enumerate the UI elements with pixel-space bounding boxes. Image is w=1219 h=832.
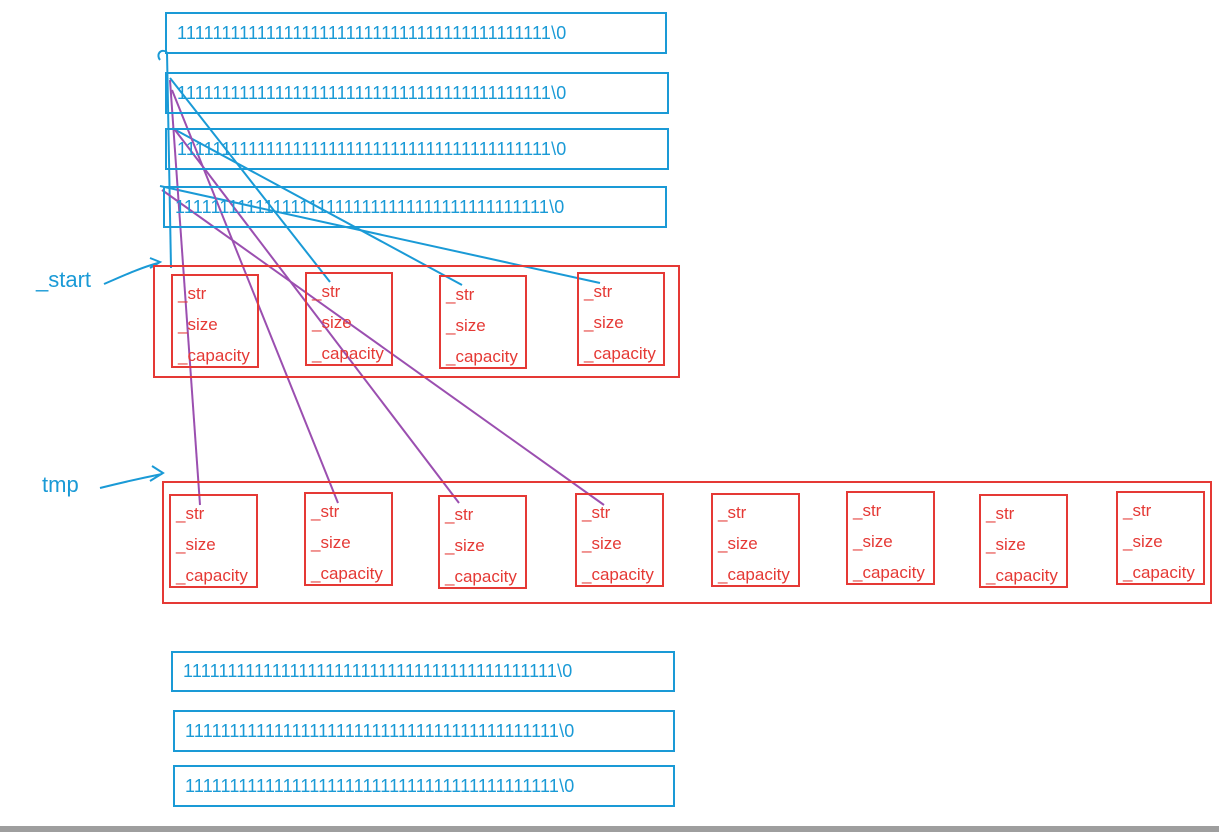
field-str: _str <box>445 505 474 524</box>
pointer-tmp-0 <box>169 79 201 506</box>
start-array <box>153 265 680 378</box>
field-size: _size <box>445 536 485 555</box>
old-string-box-1: 1111111111111111111111111111111111111111… <box>165 12 667 54</box>
tmp-array <box>162 481 1212 604</box>
field-str: _str <box>178 284 207 303</box>
field-size: _size <box>312 313 352 332</box>
field-capacity: _capacity <box>178 346 250 365</box>
old-string-text: 1111111111111111111111111111111111111111… <box>177 82 567 103</box>
new-string-box-2: 1111111111111111111111111111111111111111… <box>173 710 675 752</box>
field-size: _size <box>986 535 1026 554</box>
tmp-label-arrow <box>99 465 165 489</box>
field-str: _str <box>311 502 340 521</box>
field-str: _str <box>718 503 747 522</box>
field-capacity: _capacity <box>853 563 925 582</box>
tmp-element-2: _str _size _capacity <box>304 492 393 586</box>
tmp-element-5: _str _size _capacity <box>711 493 800 587</box>
old-string-box-4: 1111111111111111111111111111111111111111… <box>163 186 667 228</box>
start-element-3: _str _size _capacity <box>439 275 527 369</box>
tmp-element-4: _str _size _capacity <box>575 493 664 587</box>
field-capacity: _capacity <box>986 566 1058 585</box>
start-element-1: _str _size _capacity <box>171 274 259 368</box>
field-str: _str <box>986 504 1015 523</box>
field-capacity: _capacity <box>584 344 656 363</box>
field-capacity: _capacity <box>312 344 384 363</box>
start-element-4: _str _size _capacity <box>577 272 665 366</box>
field-str: _str <box>446 285 475 304</box>
new-string-text: 1111111111111111111111111111111111111111… <box>185 720 575 741</box>
field-size: _size <box>311 533 351 552</box>
field-str: _str <box>312 282 341 301</box>
field-size: _size <box>584 313 624 332</box>
old-string-text: 1111111111111111111111111111111111111111… <box>177 22 567 43</box>
field-str: _str <box>1123 501 1152 520</box>
old-string-box-2: 1111111111111111111111111111111111111111… <box>165 72 669 114</box>
window-bottom-edge <box>0 826 1219 832</box>
start-element-2: _str _size _capacity <box>305 272 393 366</box>
start-label-arrow <box>103 257 163 285</box>
pointer-tmp-3 <box>161 189 605 506</box>
field-str: _str <box>853 501 882 520</box>
field-size: _size <box>446 316 486 335</box>
pointer-start-2 <box>171 127 463 286</box>
pointer-start-0 <box>166 51 172 269</box>
field-str: _str <box>584 282 613 301</box>
start-label: _start <box>36 267 92 292</box>
tmp-str-pointers <box>161 79 605 506</box>
tmp-element-3: _str _size _capacity <box>438 495 527 589</box>
field-str: _str <box>582 503 611 522</box>
tmp-element-6: _str _size _capacity <box>846 491 935 585</box>
field-capacity: _capacity <box>1123 563 1195 582</box>
field-capacity: _capacity <box>176 566 248 585</box>
field-size: _size <box>178 315 218 334</box>
field-size: _size <box>718 534 758 553</box>
old-string-text: 1111111111111111111111111111111111111111… <box>177 138 567 159</box>
new-string-box-1: 1111111111111111111111111111111111111111… <box>171 651 675 692</box>
new-string-box-3: 1111111111111111111111111111111111111111… <box>173 765 675 807</box>
pointer-tmp-1 <box>171 89 339 504</box>
tmp-label: tmp <box>42 472 79 497</box>
old-string-text: 1111111111111111111111111111111111111111… <box>175 196 565 217</box>
field-size: _size <box>176 535 216 554</box>
new-string-text: 1111111111111111111111111111111111111111… <box>183 661 573 681</box>
old-string-box-3: 1111111111111111111111111111111111111111… <box>165 128 669 170</box>
field-capacity: _capacity <box>718 565 790 584</box>
field-size: _size <box>853 532 893 551</box>
tmp-element-7: _str _size _capacity <box>979 494 1068 588</box>
pointer-tmp-2 <box>174 129 460 504</box>
field-capacity: _capacity <box>446 347 518 366</box>
field-capacity: _capacity <box>445 567 517 586</box>
new-string-text: 1111111111111111111111111111111111111111… <box>185 775 575 796</box>
field-capacity: _capacity <box>311 564 383 583</box>
field-str: _str <box>176 504 205 523</box>
field-capacity: _capacity <box>582 565 654 584</box>
field-size: _size <box>1123 532 1163 551</box>
tmp-element-8: _str _size _capacity <box>1116 491 1205 585</box>
tmp-element-1: _str _size _capacity <box>169 494 258 588</box>
field-size: _size <box>582 534 622 553</box>
